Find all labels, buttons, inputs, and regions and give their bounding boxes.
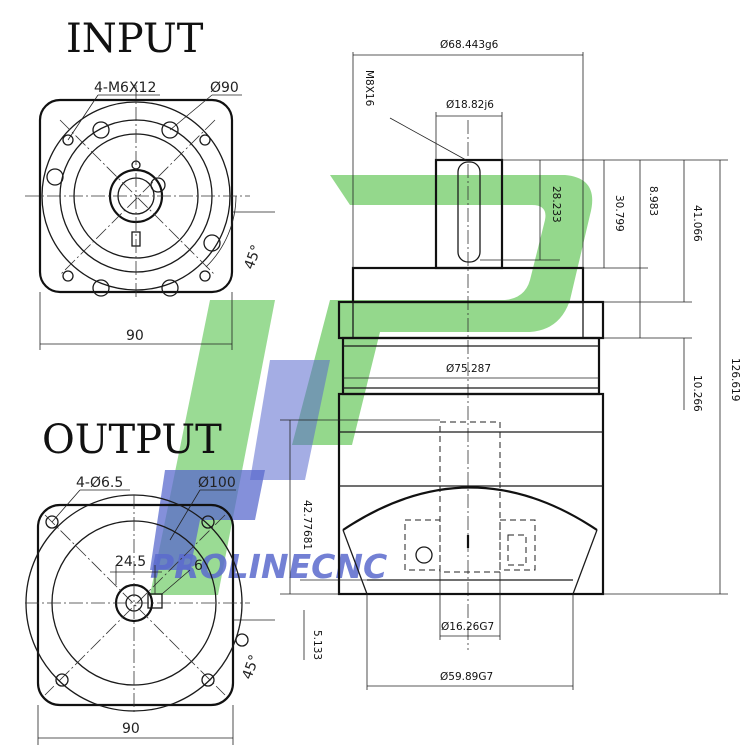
- input-bolt-label: 4-M6X12: [94, 80, 156, 96]
- input-diag-2: [59, 119, 216, 276]
- input-bolt-leader: [67, 94, 99, 141]
- dim-body-dia: Ø68.443g6: [440, 39, 499, 51]
- input-pcd-leader: [169, 94, 213, 131]
- dim-shaft-dia: Ø18.82j6: [446, 99, 494, 111]
- input-pcd-label: Ø90: [210, 80, 239, 96]
- output-angle-label: 45°: [240, 653, 264, 682]
- watermark-green-shape: [292, 175, 593, 445]
- output-bolt-hole-4: [201, 673, 215, 687]
- output-view: 4-Ø6.5 Ø100 24.5 6 45° 90: [25, 475, 275, 745]
- side-housing-arc: [342, 486, 598, 531]
- input-heading: INPUT: [66, 16, 204, 62]
- input-hole-1: [92, 121, 110, 139]
- output-bolt-leader: [51, 489, 81, 523]
- side-hidden-bore: [439, 421, 501, 573]
- side-hidden-slot-r: [507, 534, 527, 566]
- dim-tap-leader: [389, 117, 467, 161]
- input-hole-6: [161, 279, 179, 297]
- side-shaft-keyway: [457, 161, 481, 263]
- output-width-label: 90: [122, 721, 140, 737]
- output-shaft-height-label: 24.5: [115, 554, 146, 570]
- side-housing-diag-r: [572, 529, 598, 595]
- output-diag-2: [44, 514, 226, 696]
- input-corner-hole-4: [199, 270, 211, 282]
- output-flange-square: [36, 503, 235, 707]
- side-dimensions: Ø68.443g6 M8X16 Ø18.82j6 28.233 30.799 8…: [280, 39, 741, 690]
- input-corner-hole-2: [199, 134, 211, 146]
- input-hole-3: [46, 168, 64, 186]
- input-width-label: 90: [126, 328, 144, 344]
- input-angle-arc: [205, 195, 237, 268]
- dim-overall-label: 126.619: [729, 358, 741, 401]
- dim-10-label: 10.266: [691, 375, 703, 412]
- dim-bore-dia: Ø16.26G7: [441, 621, 494, 633]
- output-heading: OUTPUT: [42, 417, 222, 463]
- output-pcd-label: Ø100: [198, 475, 236, 491]
- input-small-hole: [150, 177, 166, 193]
- side-hidden-clamp-l: [404, 519, 441, 571]
- watermark-text: PROLINECNC: [150, 547, 387, 586]
- output-key-ext: [161, 569, 191, 595]
- side-hidden-clamp-r: [499, 519, 536, 571]
- dim-shaft-len: 28.233: [550, 186, 562, 223]
- input-hole-4: [203, 234, 221, 252]
- input-hole-2: [161, 121, 179, 139]
- side-hidden-screw: [415, 546, 433, 564]
- input-corner-hole-3: [62, 270, 74, 282]
- output-pcd-leader: [169, 489, 201, 541]
- watermark-logo: PROLINECNC: [150, 175, 593, 595]
- input-corner-hole-1: [62, 134, 74, 146]
- input-diag-1: [59, 119, 216, 276]
- output-bolt-hole-3: [55, 673, 69, 687]
- watermark-blue-shape: [150, 470, 265, 570]
- dim-8-label: 8.983: [647, 186, 659, 216]
- side-housing: [337, 392, 605, 596]
- input-view: 4-M6X12 Ø90 45° 90: [25, 80, 275, 350]
- output-bolt-label: 4-Ø6.5: [76, 475, 123, 491]
- output-angle-arc: [209, 602, 243, 681]
- output-bolt-hole-1: [45, 515, 59, 529]
- dim-42-label: 42.77681: [301, 500, 313, 550]
- dim-flange-dia: Ø75.287: [446, 363, 491, 375]
- side-housing-diag-l: [342, 529, 368, 595]
- input-angle-label: 45°: [242, 243, 266, 272]
- dim-30-label: 30.799: [613, 195, 625, 232]
- output-bolt-hole-5: [235, 633, 249, 647]
- dim-41-label: 41.066: [691, 205, 703, 242]
- dim-tap-label: M8X16: [363, 70, 375, 107]
- output-bolt-hole-2: [201, 515, 215, 529]
- input-hole-5: [92, 279, 110, 297]
- dim-pilot-dia: Ø59.89G7: [440, 671, 493, 683]
- dim-5-label: 5.133: [311, 630, 323, 660]
- output-key-width-label: 6: [194, 558, 203, 574]
- side-view: [337, 120, 605, 650]
